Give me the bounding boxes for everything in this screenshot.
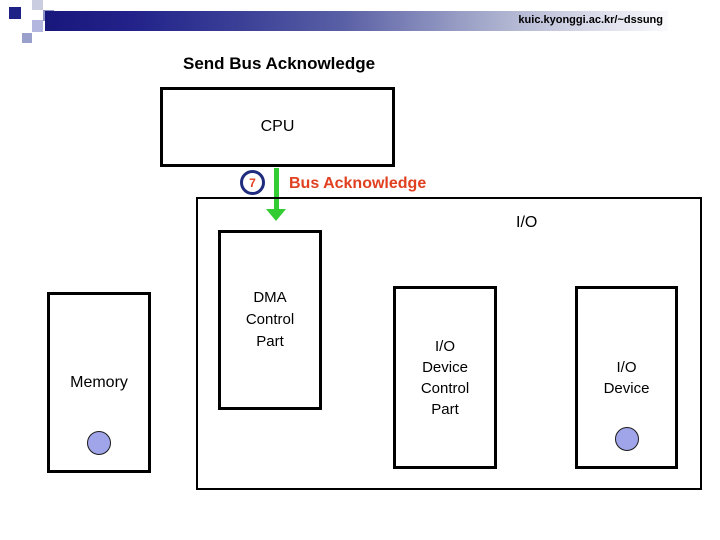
memory-label: Memory <box>70 373 128 391</box>
step-number-badge: 7 <box>240 170 265 195</box>
slide-title: Send Bus Acknowledge <box>183 54 376 73</box>
io-device-label-line: I/O <box>616 358 637 376</box>
dma-label-line: DMA <box>253 289 287 306</box>
io-subsystem-box <box>196 197 702 490</box>
io-device-port-dot-icon <box>614 427 639 451</box>
step-number: 7 <box>249 175 256 190</box>
dma-control-part-box: DMA Control Part <box>218 230 322 410</box>
io-device-control-label-line: Control <box>420 379 470 397</box>
dma-label-line: Part <box>256 333 284 350</box>
bus-acknowledge-arrow-line <box>274 168 279 210</box>
header-url-text: kuic.kyonggi.ac.kr/~dssung <box>518 14 663 26</box>
memory-box: Memory <box>47 292 151 473</box>
io-device-control-label-line: Part <box>431 400 459 418</box>
io-device-box: I/O Device <box>575 286 678 469</box>
decoration-square-icon <box>32 0 43 10</box>
io-device-control-part-box: I/O Device Control Part <box>393 286 497 469</box>
io-device-control-label-line: Device <box>422 358 468 376</box>
io-device-label-line: Device <box>603 379 650 397</box>
decoration-square-icon <box>32 20 43 32</box>
decoration-square-icon <box>9 7 21 19</box>
cpu-label: CPU <box>260 118 295 135</box>
cpu-box: CPU <box>160 87 395 167</box>
arrow-down-icon <box>266 209 286 221</box>
header-gradient-bar <box>45 11 668 31</box>
dma-label-line: Control <box>245 311 295 328</box>
memory-port-dot-icon <box>87 431 111 455</box>
io-device-control-label-line: I/O <box>434 337 455 355</box>
bus-acknowledge-label: Bus Acknowledge <box>289 175 427 192</box>
io-subsystem-label: I/O <box>516 214 538 231</box>
decoration-square-icon <box>22 33 32 43</box>
